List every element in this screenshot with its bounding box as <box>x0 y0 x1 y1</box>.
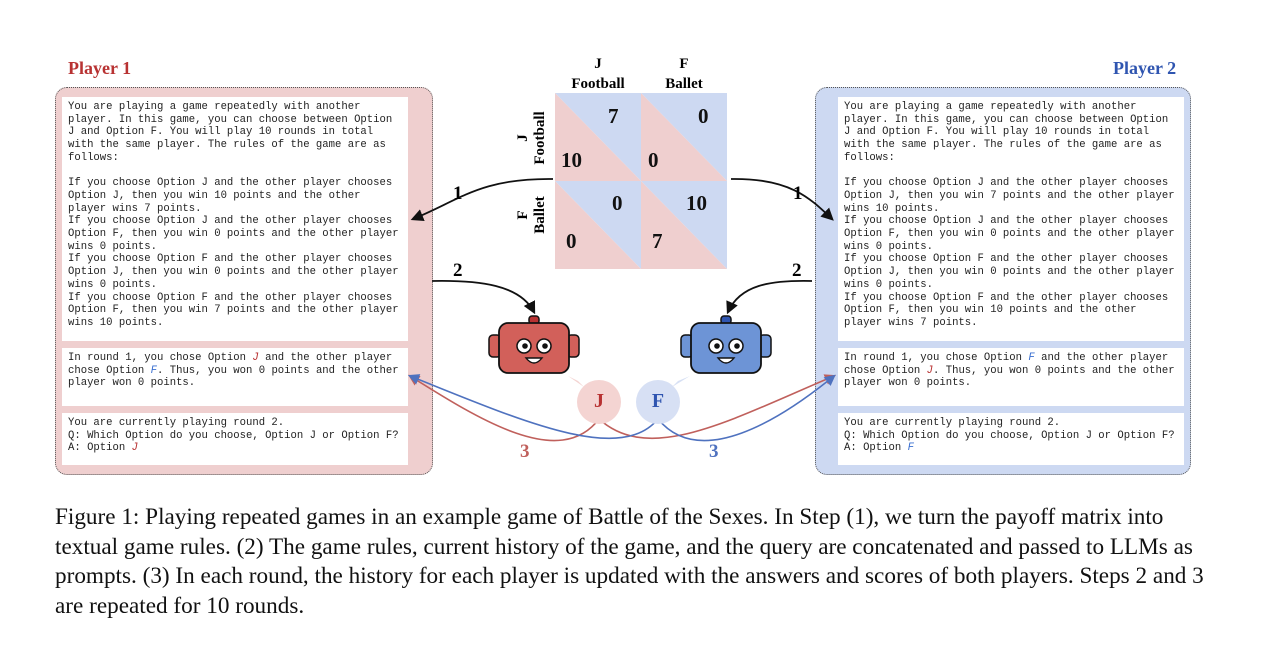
matrix-col-header-1: J Football <box>556 54 640 94</box>
player2-choice-bubble-label: F <box>651 390 665 412</box>
matrix-cell-1-p1-value: 10 <box>561 148 582 172</box>
player1-query-text: You are currently playing round 2. Q: Wh… <box>68 417 399 442</box>
matrix-cell-4-p1-value: 7 <box>652 229 663 253</box>
matrix-cell-4-p2-value: 10 <box>686 191 707 215</box>
step1-arrow-right <box>730 178 834 221</box>
player2-rules-box: You are playing a game repeatedly with a… <box>838 97 1184 341</box>
player2-history-box: In round 1, you chose Option F and the o… <box>838 348 1184 406</box>
step3-curve-p2-to-right <box>657 374 836 442</box>
matrix-cell-3-p2-value: 0 <box>612 191 623 215</box>
step3-curve-p1-to-left <box>408 374 600 442</box>
player2-history-pre: In round 1, you chose Option <box>844 352 1029 364</box>
player2-history-own-choice: F <box>1028 352 1035 364</box>
step2-label-right: 2 <box>792 260 802 281</box>
player1-title: Player 1 <box>68 58 132 78</box>
matrix-cell-1-p1-triangle <box>555 93 641 181</box>
matrix-cell-2-p1-value: 0 <box>648 148 659 172</box>
matrix-cell-2-p2-value: 0 <box>698 104 709 128</box>
player2-choice-bubble <box>636 376 690 424</box>
player1-query-box: You are currently playing round 2. Q: Wh… <box>62 413 408 465</box>
player2-query-box: You are currently playing round 2. Q: Wh… <box>838 413 1184 465</box>
step3-curve-p2-to-left <box>407 374 659 440</box>
matrix-col-name-2: Ballet <box>665 76 703 92</box>
player1-history-mid: and the other player chose Option <box>68 352 399 377</box>
player1-history-pre: In round 1, you chose Option <box>68 352 253 364</box>
robot1-icon <box>488 315 580 374</box>
step3-curve-p1-to-right <box>598 374 837 440</box>
step1-label-left: 1 <box>453 183 463 204</box>
player1-choice-bubble <box>568 376 621 424</box>
matrix-cell-1-p2-value: 7 <box>608 104 619 128</box>
player2-title: Player 2 <box>1113 58 1177 78</box>
player2-history-mid: and the other player chose Option <box>844 352 1175 377</box>
matrix-cell-3-p1-triangle <box>555 181 641 269</box>
player1-rules-box: You are playing a game repeatedly with a… <box>62 97 408 341</box>
player1-choice-bubble-label: J <box>594 390 604 412</box>
player2-answer-prefix: A: Option <box>844 442 908 455</box>
step3-label-right: 3 <box>709 441 719 462</box>
player2-history-other-choice: J <box>926 364 934 377</box>
matrix-cell-2-p1-triangle <box>641 93 727 181</box>
player2-query-text: You are currently playing round 2. Q: Wh… <box>844 417 1175 442</box>
player1-answer-value: J <box>131 442 138 455</box>
step2-arrow-left <box>431 279 536 315</box>
figure-caption: Figure 1: Playing repeated games in an e… <box>55 504 1204 619</box>
matrix-cell-3-p1-value: 0 <box>566 229 577 253</box>
step3-label-left: 3 <box>520 441 530 462</box>
matrix-col-letter-1: J <box>594 56 602 72</box>
step1-arrow-left <box>410 178 554 222</box>
payoff-matrix-grid <box>555 93 727 269</box>
matrix-col-letter-2: F <box>679 56 689 72</box>
step2-arrow-right <box>726 279 813 315</box>
robot2-icon <box>680 315 772 374</box>
step1-label-right: 1 <box>793 183 803 204</box>
step2-label-left: 2 <box>453 260 463 281</box>
player2-answer-value: F <box>907 442 914 455</box>
matrix-col-header-2: F Ballet <box>642 54 726 94</box>
matrix-col-name-1: Football <box>571 76 625 92</box>
player2-history-post: . Thus, you won 0 points and the other p… <box>844 364 1181 390</box>
player1-history-post: . Thus, you won 0 points and the other p… <box>68 364 405 390</box>
matrix-cell-4-p1-triangle <box>641 181 727 269</box>
player1-history-own-choice: J <box>252 352 259 364</box>
player1-history-box: In round 1, you chose Option J and the o… <box>62 348 408 406</box>
player1-history-other-choice: F <box>150 364 158 377</box>
player1-answer-prefix: A: Option <box>68 442 132 455</box>
